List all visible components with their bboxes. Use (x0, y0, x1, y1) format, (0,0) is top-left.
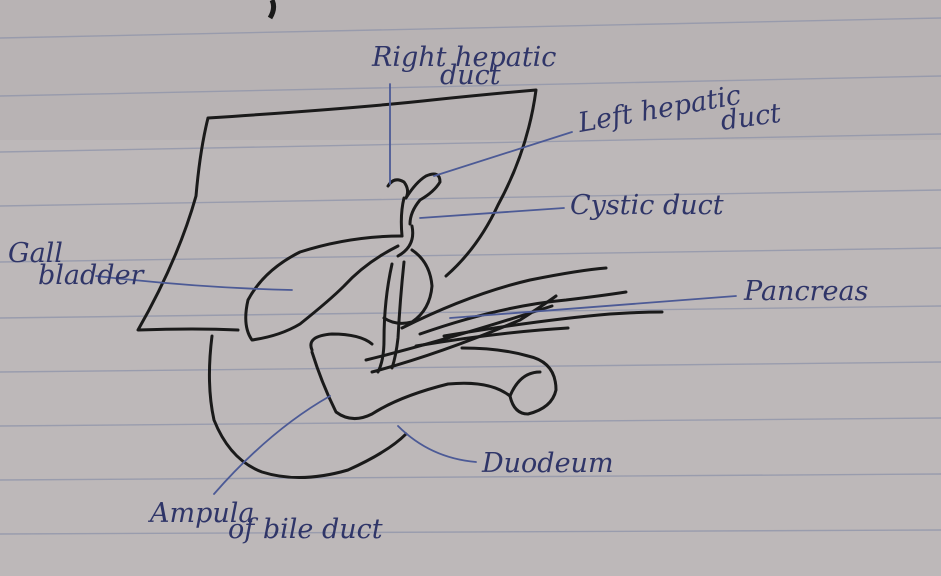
label-right-hepatic-line2: duct (440, 60, 501, 91)
label-duodenum: Duodeum (481, 448, 614, 479)
label-ampulla-line2: of bile duct (228, 514, 383, 545)
label-cystic-duct: Cystic duct (570, 190, 724, 221)
label-pancreas: Pancreas (743, 276, 868, 307)
label-gall-bladder-line2: bladder (38, 260, 146, 291)
